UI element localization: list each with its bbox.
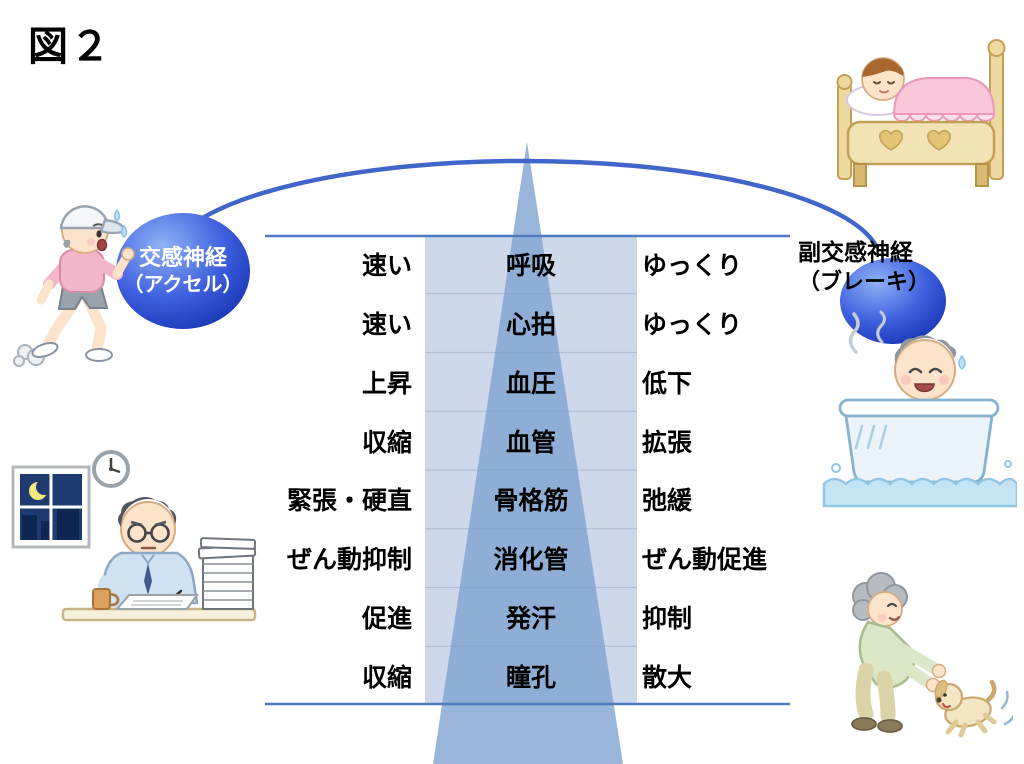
organ-label: 瞳孔 (505, 663, 556, 692)
sympathetic-name: 交感神経 (138, 245, 227, 270)
sympathetic-subname: （アクセル） (123, 274, 243, 297)
organ-label: 呼吸 (505, 252, 556, 281)
wall-clock-icon (92, 450, 130, 488)
parasympathetic-effect: 拡張 (642, 428, 693, 457)
sympathetic-effect: 上昇 (361, 369, 412, 398)
parasympathetic-effect: 散大 (642, 663, 693, 692)
organ-label: 血管 (505, 428, 556, 457)
organ-label: 骨格筋 (493, 487, 569, 516)
connecting-arc (169, 158, 879, 249)
desk-icon (61, 607, 257, 622)
parasympathetic-name: 副交感神経 (798, 239, 913, 265)
sympathetic-effect: 速い (361, 311, 412, 340)
parasympathetic-oval (840, 258, 946, 344)
parasympathetic-effect: 弛緩 (642, 487, 693, 516)
sympathetic-label: 交感神経 （アクセル） (101, 243, 265, 298)
sympathetic-effect: 緊張・硬直 (286, 487, 412, 516)
person-in-bathtub-icon (822, 310, 1017, 508)
paper-icon (114, 594, 199, 610)
parasympathetic-subname: （ブレーキ） (798, 269, 931, 295)
man-working-at-desk-icon (11, 450, 257, 622)
coffee-mug-icon (92, 588, 120, 610)
parasympathetic-effect: 抑制 (642, 604, 693, 633)
gradient-triangle (433, 142, 623, 764)
parasympathetic-label: 副交感神経 （ブレーキ） (798, 237, 978, 296)
paper-stack-icon (197, 537, 257, 610)
steam-icon (848, 312, 860, 354)
comparison-table: 速い 呼吸 ゆっくり 速い 心拍 ゆっくり 上昇 血圧 低下 収縮 血管 拡張 … (0, 235, 1024, 705)
table-row: 収縮 血管 拡張 (0, 411, 1024, 470)
parasympathetic-effect: ぜん動促進 (642, 546, 768, 575)
figure-title: 図２ (28, 25, 112, 69)
parasympathetic-effect: ゆっくり (642, 252, 743, 281)
table-row: 促進 発汗 抑制 (0, 588, 1024, 647)
sleeping-person-in-bed-icon (836, 39, 1006, 187)
puppy-icon (934, 679, 997, 738)
walking-person-icon (13, 205, 135, 367)
parasympathetic-effect: ゆっくり (642, 311, 743, 340)
sympathetic-effect: ぜん動抑制 (286, 546, 412, 575)
table-row: 速い 呼吸 ゆっくり (0, 235, 1024, 294)
sympathetic-effect: 収縮 (361, 428, 412, 457)
table-row: 上昇 血圧 低下 (0, 353, 1024, 412)
table-row: 緊張・硬直 骨格筋 弛緩 (0, 470, 1024, 529)
sympathetic-oval (116, 213, 250, 329)
organ-label: 心拍 (505, 311, 556, 340)
night-window-icon (11, 465, 91, 549)
motion-lines-icon (1000, 690, 1009, 710)
table-row: 収縮 瞳孔 散大 (0, 646, 1024, 705)
table-rules (265, 234, 790, 706)
organ-label: 血圧 (505, 369, 556, 398)
table-row: ぜん動抑制 消化管 ぜん動促進 (0, 529, 1024, 588)
table-row: 速い 心拍 ゆっくり (0, 294, 1024, 353)
parasympathetic-effect: 低下 (642, 369, 693, 398)
organ-label: 消化管 (493, 546, 569, 575)
sympathetic-effect: 速い (361, 252, 412, 281)
water-icon (822, 477, 1017, 508)
sympathetic-effect: 収縮 (361, 663, 412, 692)
person-playing-with-dog-icon (851, 572, 1013, 738)
sympathetic-effect: 促進 (361, 604, 412, 633)
organ-label: 発汗 (505, 604, 556, 633)
